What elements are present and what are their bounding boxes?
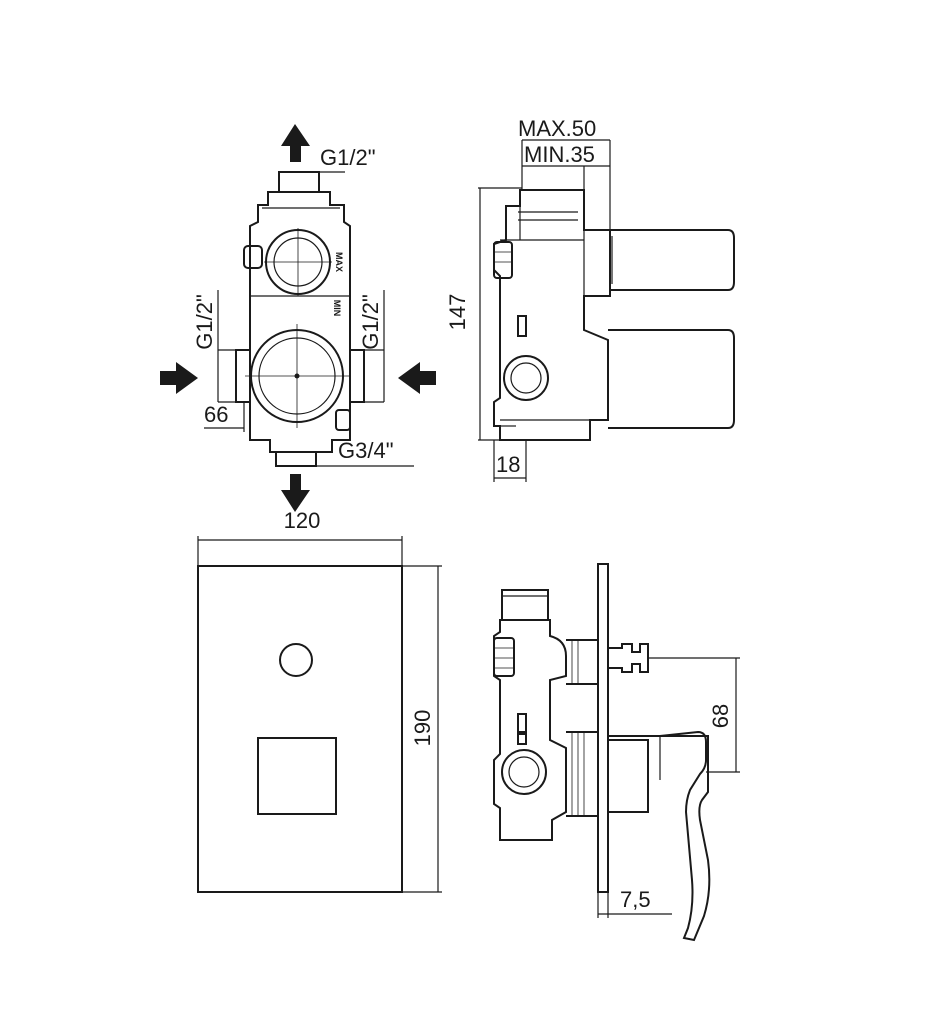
body-side-view: MAX.50 MIN.35 147 bbox=[445, 116, 735, 482]
plate-thickness-label: 7,5 bbox=[620, 887, 651, 912]
cover-plate-front-view: 120 190 bbox=[197, 508, 442, 893]
flow-arrow-left-icon bbox=[398, 362, 436, 394]
depth-18-label: 18 bbox=[496, 452, 520, 477]
min-depth-label: MIN.35 bbox=[524, 142, 595, 167]
top-port-label: G1/2" bbox=[320, 145, 376, 170]
plate-height-label: 190 bbox=[410, 710, 435, 747]
assembled-side-view: 68 7,5 bbox=[493, 563, 740, 942]
plate-width-label: 120 bbox=[284, 508, 321, 533]
offset-66-label: 66 bbox=[204, 402, 228, 427]
valve-max-mark: MAX bbox=[334, 252, 344, 272]
left-port-label: G1/2" bbox=[192, 294, 217, 350]
height-147-label: 147 bbox=[445, 294, 470, 331]
valve-min-mark: MIN bbox=[332, 300, 342, 317]
bottom-port-label: G3/4" bbox=[338, 438, 394, 463]
flow-arrow-up-icon bbox=[281, 124, 310, 162]
right-port-label: G1/2" bbox=[358, 294, 383, 350]
body-front-view: MAX MIN G1/2" G1/2" G1/2" 66 G3/4" bbox=[160, 124, 436, 512]
flow-arrow-right-icon bbox=[160, 362, 198, 394]
max-depth-label: MAX.50 bbox=[518, 116, 596, 141]
handle-offset-label: 68 bbox=[708, 704, 733, 728]
flow-arrow-down-icon bbox=[281, 474, 310, 512]
